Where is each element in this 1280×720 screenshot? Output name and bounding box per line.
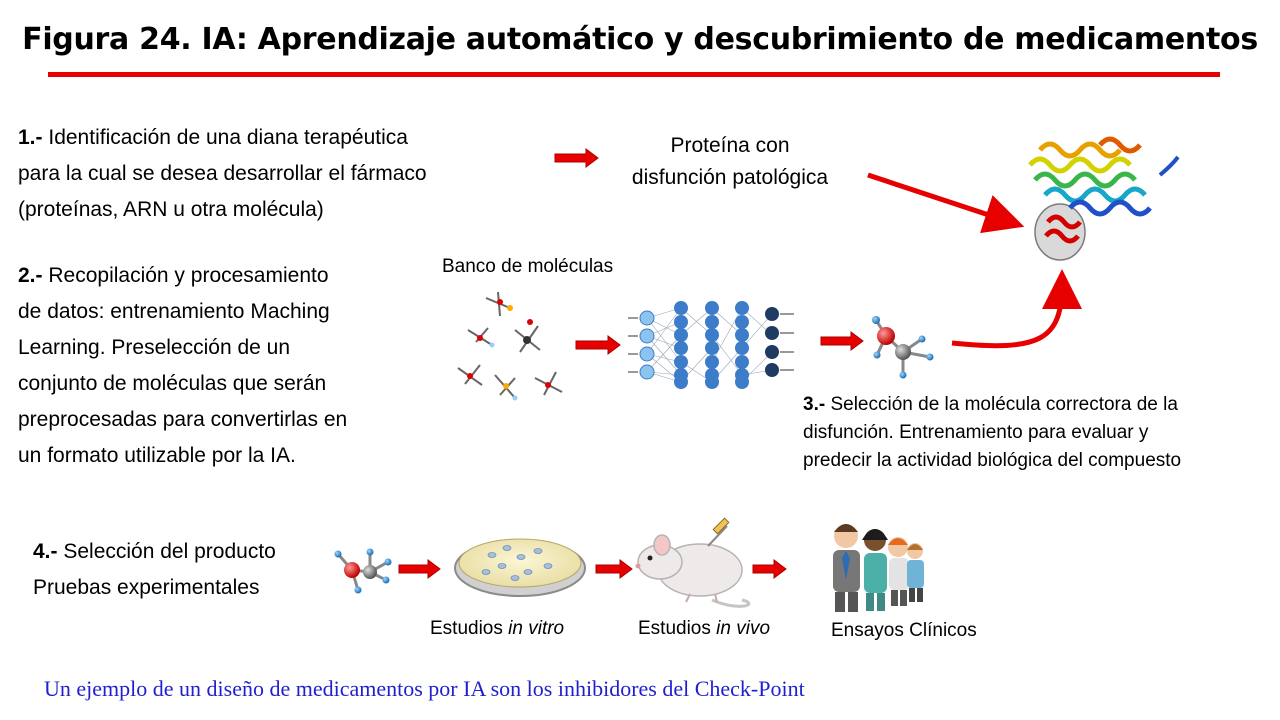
- block-arrow-network-to-molecule: [820, 331, 864, 351]
- step-2-line-5: preprocesadas para convertirlas en: [18, 408, 348, 431]
- step4-molecule-icon: [334, 548, 392, 594]
- step-3-text: 3.- Selección de la molécula correctora …: [803, 391, 1273, 475]
- in-vitro-italic: in vitro: [508, 618, 565, 639]
- block-arrow-step4-a: [398, 559, 441, 579]
- lab-mouse-icon: [635, 517, 751, 608]
- in-vitro-caption: Estudios in vitro: [430, 618, 564, 640]
- step-1-line-3: (proteínas, ARN u otra molécula): [18, 198, 324, 221]
- in-vivo-caption: Estudios in vivo: [638, 618, 770, 640]
- step-4-number: 4.-: [33, 540, 58, 563]
- molecule-bank-label: Banco de moléculas: [442, 256, 614, 277]
- step-4-line-1: Selección del producto: [63, 540, 276, 563]
- protein-label-line-1: Proteína con: [670, 134, 790, 157]
- clinical-trial-people-icon: [833, 524, 924, 612]
- clinical-trials-caption: Ensayos Clínicos: [831, 620, 977, 641]
- arrow-molecule-to-protein: [951, 269, 1082, 349]
- step-4-line-2: Pruebas experimentales: [33, 576, 260, 599]
- step-1-text: 1.- Identificación de una diana terapéut…: [18, 120, 518, 228]
- protein-label-line-2: disfunción patológica: [631, 166, 829, 189]
- protein-icon: [1028, 136, 1180, 261]
- step-1-number: 1.-: [18, 126, 43, 149]
- step-3-line-3: predecir la actividad biológica del comp…: [803, 450, 1182, 471]
- step-2-line-4: conjunto de moléculas que serán: [18, 372, 327, 395]
- step-3-number: 3.-: [803, 394, 826, 415]
- page-title: Figura 24. IA: Aprendizaje automático y …: [22, 22, 1258, 57]
- in-vitro-prefix: Estudios: [430, 618, 509, 639]
- step-2-line-2: de datos: entrenamiento Maching: [18, 300, 330, 323]
- step-2-text: 2.- Recopilación y procesamiento de dato…: [18, 258, 438, 474]
- step-1-line-2: para la cual se desea desarrollar el fár…: [18, 162, 427, 185]
- step-4-text: 4.- Selección del producto Pruebas exper…: [33, 534, 333, 606]
- step-2-line-1: Recopilación y procesamiento: [48, 264, 329, 287]
- in-vivo-italic: in vivo: [716, 618, 771, 639]
- block-arrow-step1: [554, 148, 599, 168]
- molecule-bank-icon: [457, 291, 563, 401]
- step-3-line-2: disfunción. Entrenamiento para evaluar y: [803, 422, 1149, 443]
- step-2-line-3: Learning. Preselección de un: [18, 336, 291, 359]
- protein-label: Proteína con disfunción patológica: [600, 130, 860, 194]
- in-vivo-prefix: Estudios: [638, 618, 717, 639]
- step-2-number: 2.-: [18, 264, 43, 287]
- title-underline: [48, 72, 1220, 77]
- footer-note: Un ejemplo de un diseño de medicamentos …: [44, 676, 805, 701]
- step-3-line-1: Selección de la molécula correctora de l…: [830, 394, 1178, 415]
- step-1-line-1: Identificación de una diana terapéutica: [48, 126, 408, 149]
- block-arrow-bank-to-network: [575, 335, 621, 355]
- selected-molecule-icon: [872, 316, 934, 379]
- petri-dish-icon: [454, 538, 586, 597]
- neural-network-icon: [628, 301, 794, 389]
- block-arrow-step4-c: [752, 559, 787, 579]
- arrow-to-protein: [867, 172, 1025, 234]
- block-arrow-step4-b: [595, 559, 633, 579]
- step-2-line-6: un formato utilizable por la IA.: [18, 444, 296, 467]
